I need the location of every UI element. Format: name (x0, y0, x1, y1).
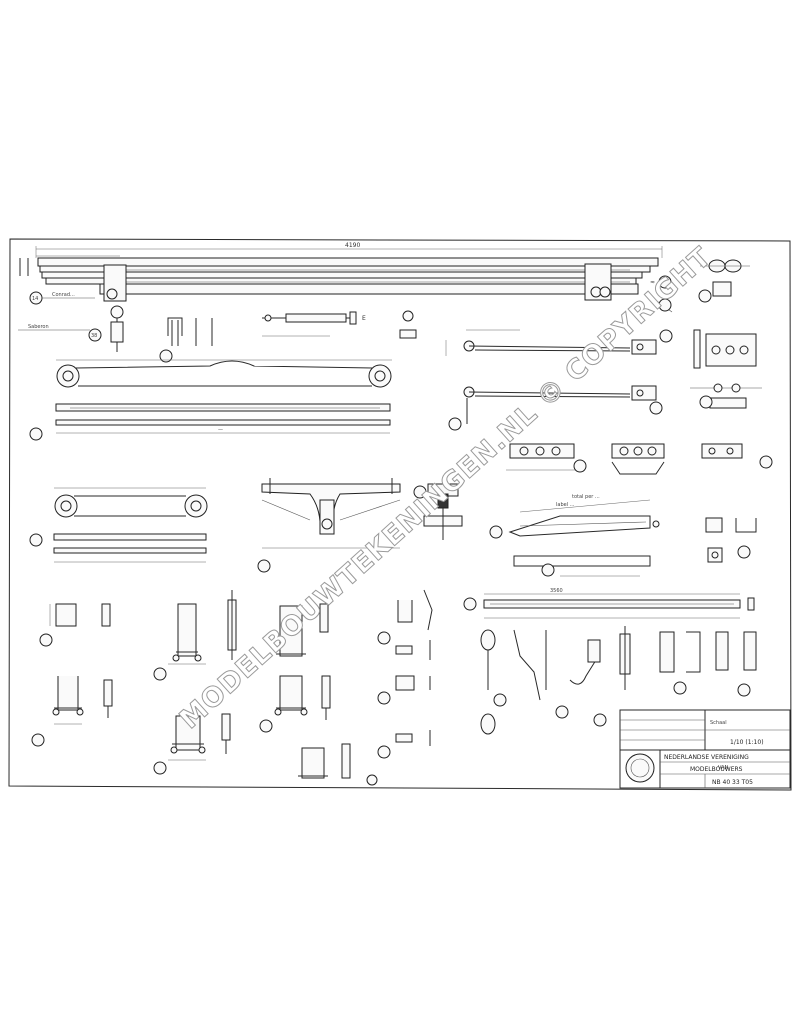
u-bracket-part-b (153, 590, 237, 681)
leaf-spring-assembly-top: 4190 ≈ (19, 242, 673, 313)
connector-detail-2 (611, 443, 665, 475)
spring-clamp-detail (413, 483, 463, 540)
svg-text:38: 38 (91, 333, 97, 339)
tension-rod-lower (448, 385, 663, 431)
brake-rod-link (513, 555, 651, 577)
title-block: Schaal 1/10 (1:10) NEDERLANDSE VERENIGIN… (619, 709, 791, 789)
chain-link-detail-right (690, 329, 762, 409)
annotation-a: Conrad... (52, 292, 75, 298)
tension-rod-upper (445, 329, 673, 356)
bracket-stub-parts (377, 589, 433, 759)
hook-and-link-parts (480, 626, 631, 735)
shackle-plate-long: — (29, 359, 392, 441)
svg-text:≈: ≈ (650, 279, 655, 286)
svg-text:—: — (218, 427, 223, 433)
copyright-watermark: MODELBOUWTEKENINGEN.NL © COPYRIGHT (174, 241, 718, 735)
u-bolt-small-top (159, 317, 213, 363)
annotation-c: label ... (556, 502, 575, 508)
top-right-details (658, 259, 750, 312)
drawing-frame (8, 238, 792, 791)
title-line-3: MODELBOUWERS (690, 766, 743, 773)
scale-label: Schaal (710, 720, 727, 726)
brake-lever-arm: label ... total per ... (489, 494, 660, 539)
square-plate-part (39, 603, 111, 647)
spring-end-detail-left: 38 14 Conrad... Saberon (18, 291, 124, 352)
u-bracket-part-a (31, 676, 113, 747)
shackle-plate-short (29, 487, 208, 563)
plate-links-right (659, 631, 757, 697)
connector-detail-1 (506, 443, 587, 473)
svg-text:14: 14 (32, 296, 38, 302)
top-dimension: 4190 (345, 242, 360, 249)
title-line-2: VAN (718, 765, 729, 771)
scale-value: 1/10 (1:10) (730, 739, 764, 746)
connector-detail-3 (701, 443, 773, 469)
u-bracket-part-d (259, 603, 331, 733)
u-bracket-part-c (153, 713, 231, 775)
u-bracket-part-e (298, 743, 378, 786)
overall-length: 3560 (550, 588, 563, 594)
svg-text:E: E (362, 315, 366, 322)
spring-hanger-bracket (257, 478, 401, 573)
bolt-detail-top: E (262, 310, 417, 339)
small-bracket-right (705, 517, 757, 563)
annotation-b: Saberon (28, 324, 49, 330)
title-line-1: NEDERLANDSE VERENIGING (664, 754, 749, 761)
annotation-d: total per ... (572, 494, 600, 500)
pull-rod-long: 3560 (463, 588, 755, 619)
drawing-number: NB 40 33 T05 (712, 779, 753, 786)
